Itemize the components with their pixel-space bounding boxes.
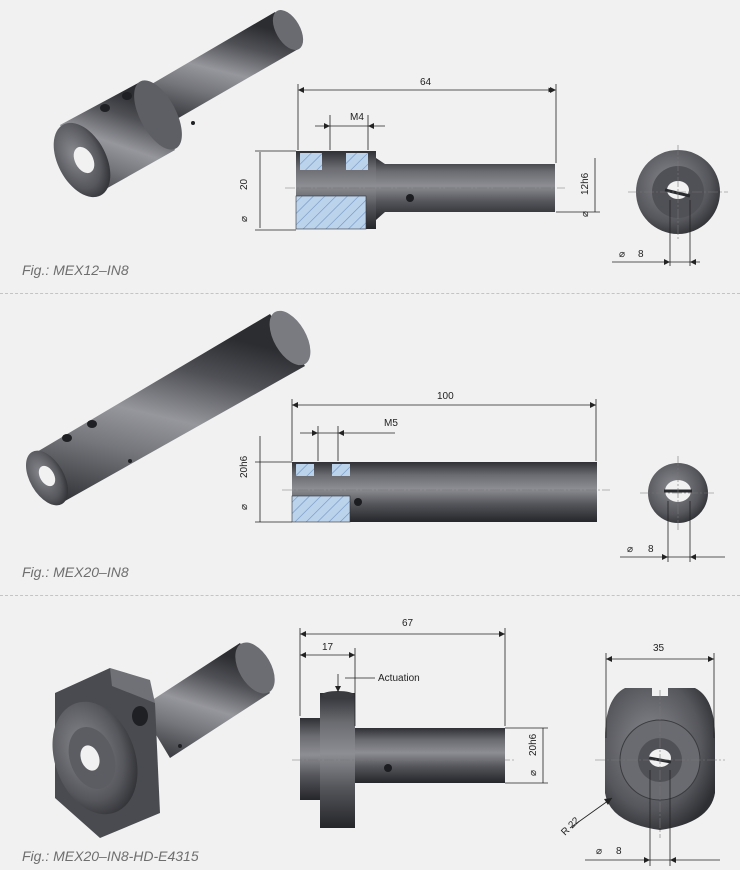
figure-mex12-drawing: 64 M4 20 ⌀ 12h6 ⌀ ⌀ 8 (53, 10, 728, 266)
mex20-bore-dim: 8 (648, 544, 654, 555)
mex20-hd-flange-dim: 17 (322, 642, 334, 653)
mex20-3d-render (25, 310, 311, 506)
mex12-outer-dia-dim: 20 (239, 178, 250, 190)
diameter-symbol: ⌀ (528, 770, 539, 776)
mex20-hd-bore-dim: 8 (616, 846, 622, 857)
mex12-side-view (255, 84, 600, 231)
figure-mex20-hd-drawing: 67 17 Actuation 20h6 ⌀ 35 (52, 618, 725, 866)
mex12-bore-dim: 8 (638, 249, 644, 260)
diameter-symbol: ⌀ (580, 211, 591, 217)
figure-mex20-in8: 100 M5 20h6 ⌀ ⌀ 8 Fig.: MEX20–IN8 (0, 296, 740, 590)
mex20-hd-shaft-dia-dim: 20h6 (528, 733, 539, 756)
mex12-3d-render (53, 10, 304, 198)
mex20-length-dim: 100 (437, 391, 454, 402)
figure-mex20-in8-hd-e4315: 67 17 Actuation 20h6 ⌀ 35 (0, 598, 740, 870)
mex20-hd-length-dim: 67 (402, 618, 414, 629)
diameter-symbol: ⌀ (239, 216, 250, 222)
mex20-hd-side-view (292, 628, 548, 828)
figure-caption: Fig.: MEX20–IN8 (22, 564, 129, 580)
mex12-shaft-dia-dim: 12h6 (580, 172, 591, 195)
mex20-thread-dim: M5 (384, 418, 398, 429)
diameter-symbol: ⌀ (239, 504, 250, 510)
mex20-hd-width-dim: 35 (653, 643, 665, 654)
mex20-hd-3d-render (52, 642, 275, 838)
mex12-length-dim: 64 (420, 77, 432, 88)
figure-separator (0, 595, 740, 596)
mex20-end-view (620, 456, 725, 562)
diameter-symbol: ⌀ (619, 249, 625, 260)
figure-caption: Fig.: MEX12–IN8 (22, 262, 129, 278)
actuation-label: Actuation (378, 673, 420, 684)
mex20-hd-end-view (569, 653, 725, 866)
figure-mex12-in8: 64 M4 20 ⌀ 12h6 ⌀ ⌀ 8 Fig.: MEX12–IN8 (0, 0, 740, 290)
mex20-hd-radius-dim: R 22 (559, 815, 582, 838)
mex12-end-view (612, 145, 728, 266)
mex12-thread-dim: M4 (350, 112, 364, 123)
mex20-shaft-dia-dim: 20h6 (239, 455, 250, 478)
figure-caption: Fig.: MEX20–IN8-HD-E4315 (22, 848, 199, 864)
diameter-symbol: ⌀ (596, 846, 602, 857)
mex20-side-view (255, 399, 610, 523)
diameter-symbol: ⌀ (627, 544, 633, 555)
figure-separator (0, 293, 740, 294)
figure-mex20-drawing: 100 M5 20h6 ⌀ ⌀ 8 (25, 310, 725, 562)
